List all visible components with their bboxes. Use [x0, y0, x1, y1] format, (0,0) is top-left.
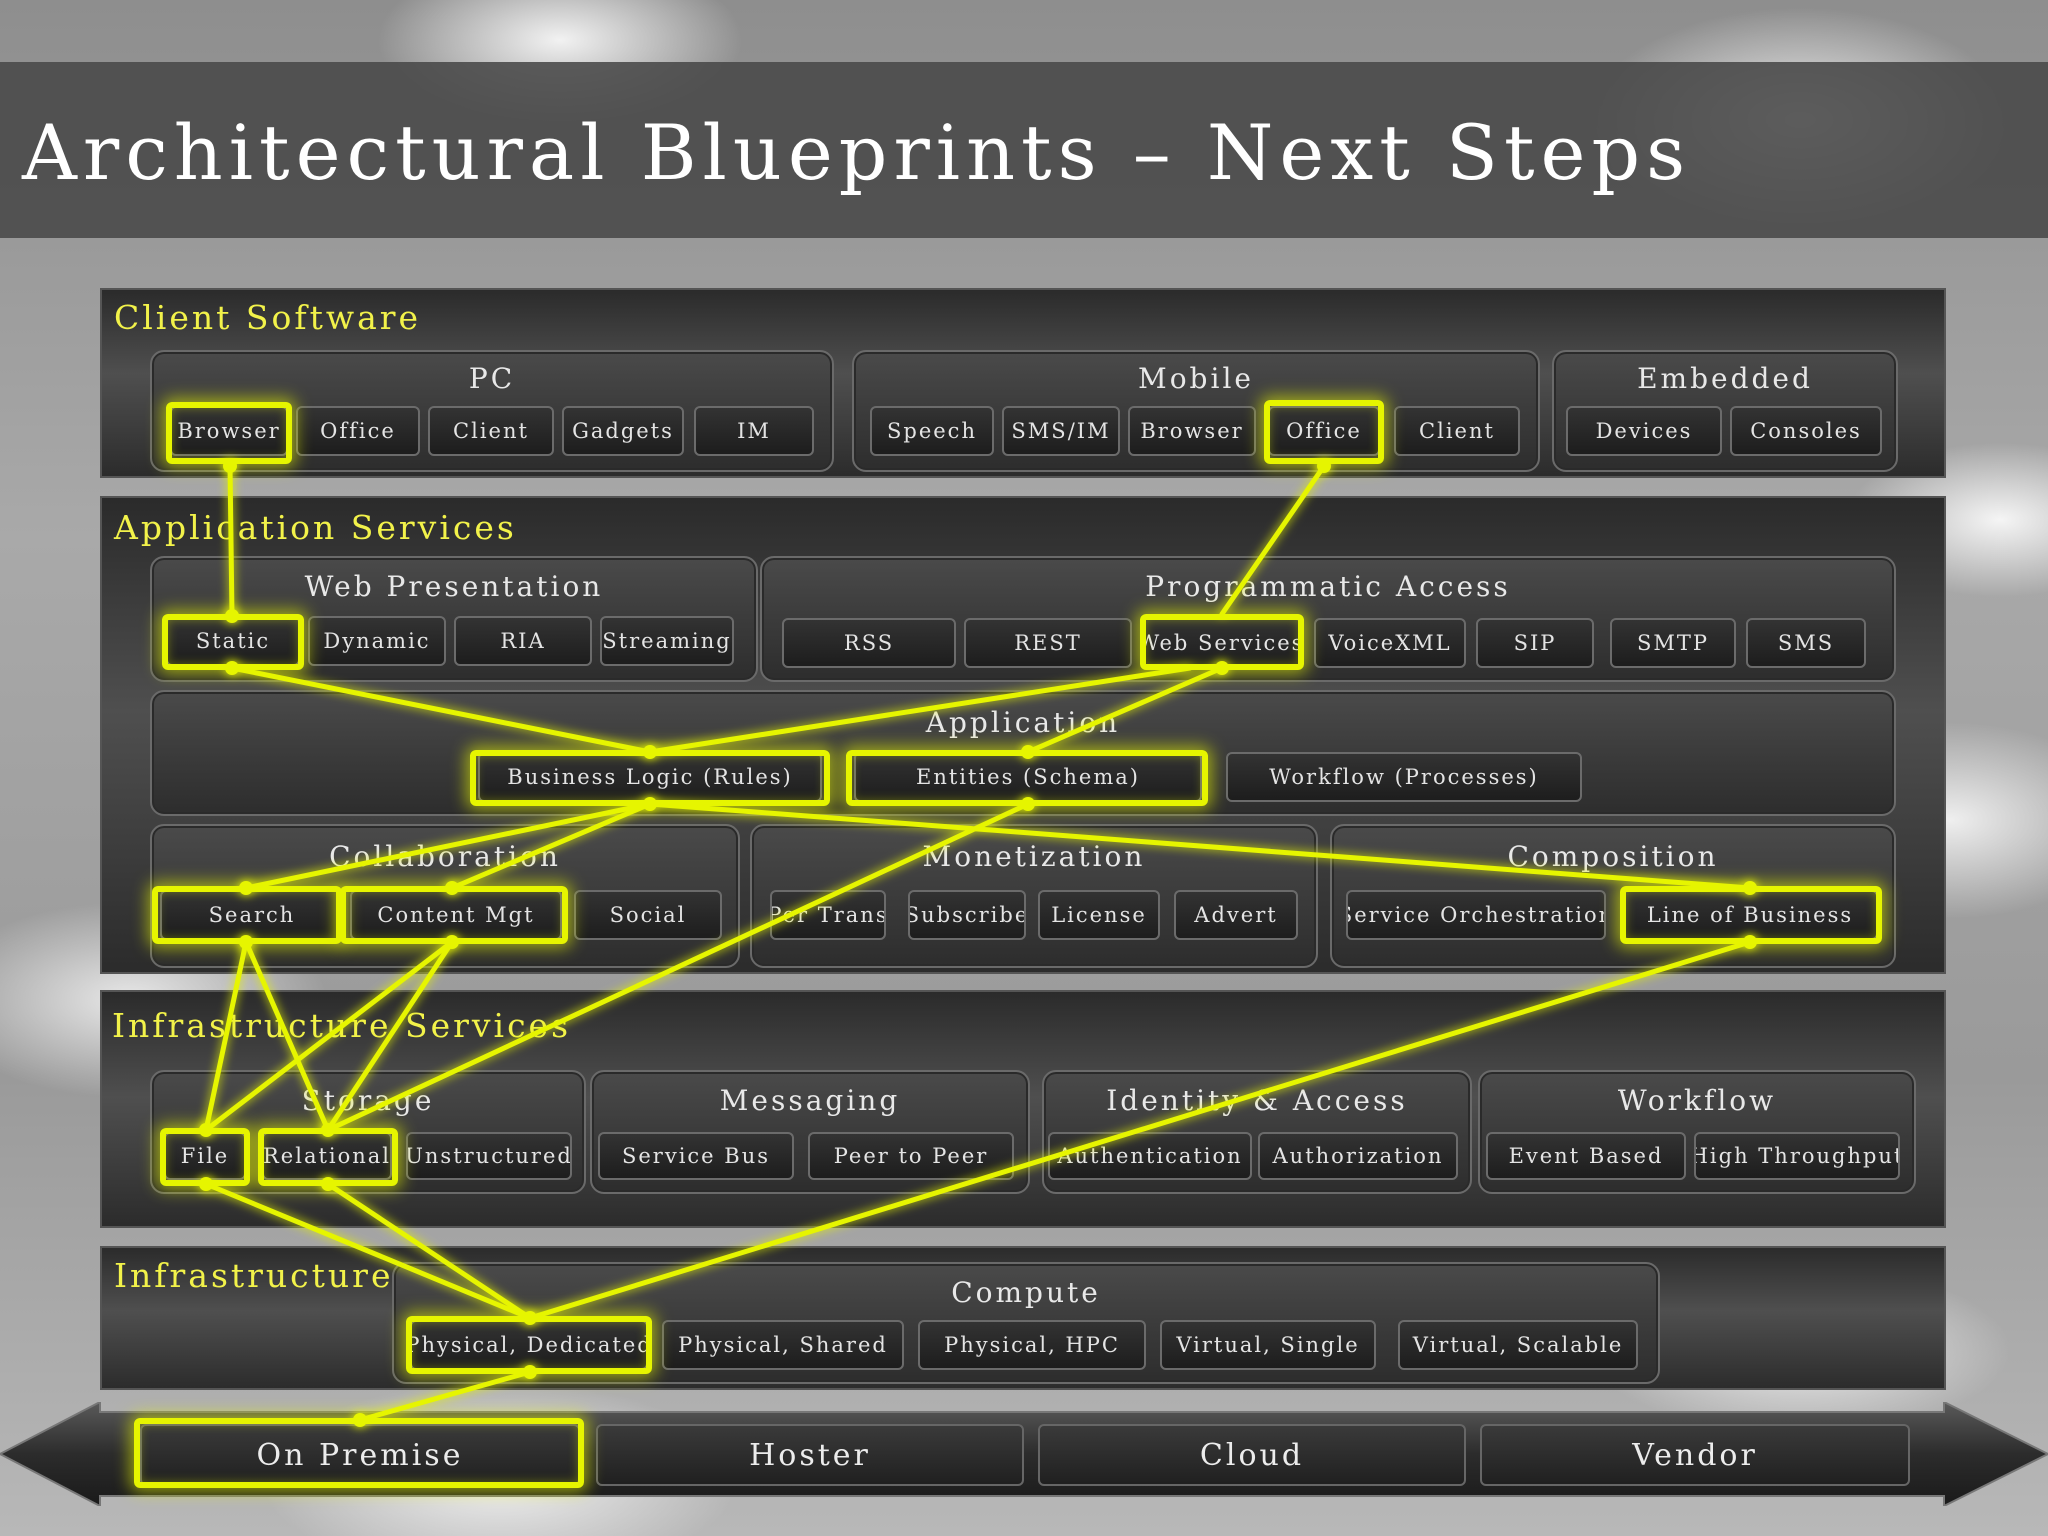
- chip-peer-to-peer[interactable]: Peer to Peer: [808, 1132, 1014, 1180]
- chip-sms[interactable]: SMS: [1746, 618, 1866, 668]
- group-label-workflow: Workflow: [1617, 1084, 1777, 1117]
- chip-service-orchestration[interactable]: Service Orchestration: [1346, 890, 1606, 940]
- chip-high-throughput[interactable]: High Throughput: [1694, 1132, 1900, 1180]
- chip-mobile-client[interactable]: Client: [1394, 406, 1520, 456]
- band-label-infrastructure-services: Infrastructure Services: [112, 1006, 572, 1045]
- chip-mobile-office[interactable]: Office: [1268, 406, 1380, 456]
- highlight-on-premise: [134, 1418, 584, 1488]
- chip-relational[interactable]: Relational: [262, 1132, 392, 1180]
- highlight-mobile-office: [1264, 400, 1384, 464]
- group-label-compute: Compute: [951, 1276, 1101, 1309]
- highlight-entities: [846, 750, 1208, 806]
- chip-pc-client[interactable]: Client: [428, 406, 554, 456]
- title-bar: [0, 62, 2048, 238]
- chip-smtp[interactable]: SMTP: [1610, 618, 1736, 668]
- group-label-mobile: Mobile: [1138, 362, 1254, 395]
- band-label-client-software: Client Software: [114, 298, 422, 337]
- highlight-business-logic: [470, 750, 830, 806]
- deploy-hoster[interactable]: Hoster: [596, 1424, 1024, 1486]
- chip-streaming[interactable]: Streaming: [600, 616, 734, 666]
- deploy-cloud[interactable]: Cloud: [1038, 1424, 1466, 1486]
- highlight-file: [160, 1128, 250, 1186]
- chip-business-logic[interactable]: Business Logic (Rules): [478, 752, 822, 802]
- page-title: Architectural Blueprints – Next Steps: [22, 108, 1692, 197]
- chip-license[interactable]: License: [1038, 890, 1160, 940]
- chip-embedded-consoles[interactable]: Consoles: [1730, 406, 1882, 456]
- chip-mobile-browser[interactable]: Browser: [1128, 406, 1256, 456]
- highlight-content-mgt: [340, 886, 568, 944]
- chip-unstructured[interactable]: Unstructured: [406, 1132, 572, 1180]
- band-label-infrastructure: Infrastructure: [114, 1256, 394, 1295]
- group-label-monetization: Monetization: [922, 840, 1146, 873]
- chip-sip[interactable]: SIP: [1476, 618, 1594, 668]
- highlight-line-of-business: [1620, 886, 1882, 944]
- chip-authentication[interactable]: Authentication: [1048, 1132, 1252, 1180]
- highlight-browser: [166, 402, 292, 464]
- chip-pc-office[interactable]: Office: [296, 406, 420, 456]
- chip-social[interactable]: Social: [574, 890, 722, 940]
- chip-advert[interactable]: Advert: [1174, 890, 1298, 940]
- chip-event-based[interactable]: Event Based: [1486, 1132, 1686, 1180]
- highlight-static: [162, 614, 304, 670]
- group-label-storage: Storage: [301, 1084, 435, 1117]
- chip-pc-gadgets[interactable]: Gadgets: [562, 406, 684, 456]
- group-label-application: Application: [925, 706, 1121, 739]
- group-label-web-presentation: Web Presentation: [304, 570, 604, 603]
- chip-subscribe[interactable]: Subscribe: [908, 890, 1026, 940]
- band-label-application-services: Application Services: [114, 508, 517, 547]
- chip-pc-im[interactable]: IM: [694, 406, 814, 456]
- highlight-search: [152, 886, 342, 944]
- chip-physical-shared[interactable]: Physical, Shared: [662, 1320, 904, 1370]
- chip-rss[interactable]: RSS: [782, 618, 956, 668]
- chip-per-trans[interactable]: Per Trans: [770, 890, 886, 940]
- group-label-pc: PC: [468, 362, 516, 395]
- highlight-web-services: [1140, 614, 1304, 670]
- highlight-physical-dedicated: [406, 1316, 652, 1374]
- chip-virtual-single[interactable]: Virtual, Single: [1160, 1320, 1376, 1370]
- group-label-composition: Composition: [1507, 840, 1719, 873]
- chip-workflow-processes[interactable]: Workflow (Processes): [1226, 752, 1582, 802]
- chip-voicexml[interactable]: VoiceXML: [1314, 618, 1466, 668]
- chip-virtual-scalable[interactable]: Virtual, Scalable: [1398, 1320, 1638, 1370]
- chip-authorization[interactable]: Authorization: [1258, 1132, 1458, 1180]
- group-label-programmatic-access: Programmatic Access: [1145, 570, 1511, 603]
- chip-mobile-sms-im[interactable]: SMS/IM: [1002, 406, 1120, 456]
- chip-mobile-speech[interactable]: Speech: [870, 406, 994, 456]
- group-label-collaboration: Collaboration: [329, 840, 561, 873]
- chip-ria[interactable]: RIA: [454, 616, 592, 666]
- chip-web-services[interactable]: Web Services: [1140, 618, 1302, 668]
- chip-dynamic[interactable]: Dynamic: [308, 616, 446, 666]
- chip-embedded-devices[interactable]: Devices: [1566, 406, 1722, 456]
- chip-service-bus[interactable]: Service Bus: [598, 1132, 794, 1180]
- highlight-relational: [258, 1128, 398, 1186]
- chip-rest[interactable]: REST: [964, 618, 1132, 668]
- group-label-embedded: Embedded: [1637, 362, 1813, 395]
- chip-physical-hpc[interactable]: Physical, HPC: [918, 1320, 1146, 1370]
- group-label-messaging: Messaging: [719, 1084, 901, 1117]
- chip-physical-dedicated[interactable]: Physical, Dedicated: [410, 1320, 648, 1370]
- group-label-identity-access: Identity & Access: [1106, 1084, 1408, 1117]
- deploy-vendor[interactable]: Vendor: [1480, 1424, 1910, 1486]
- deploy-on-premise[interactable]: On Premise: [140, 1424, 580, 1486]
